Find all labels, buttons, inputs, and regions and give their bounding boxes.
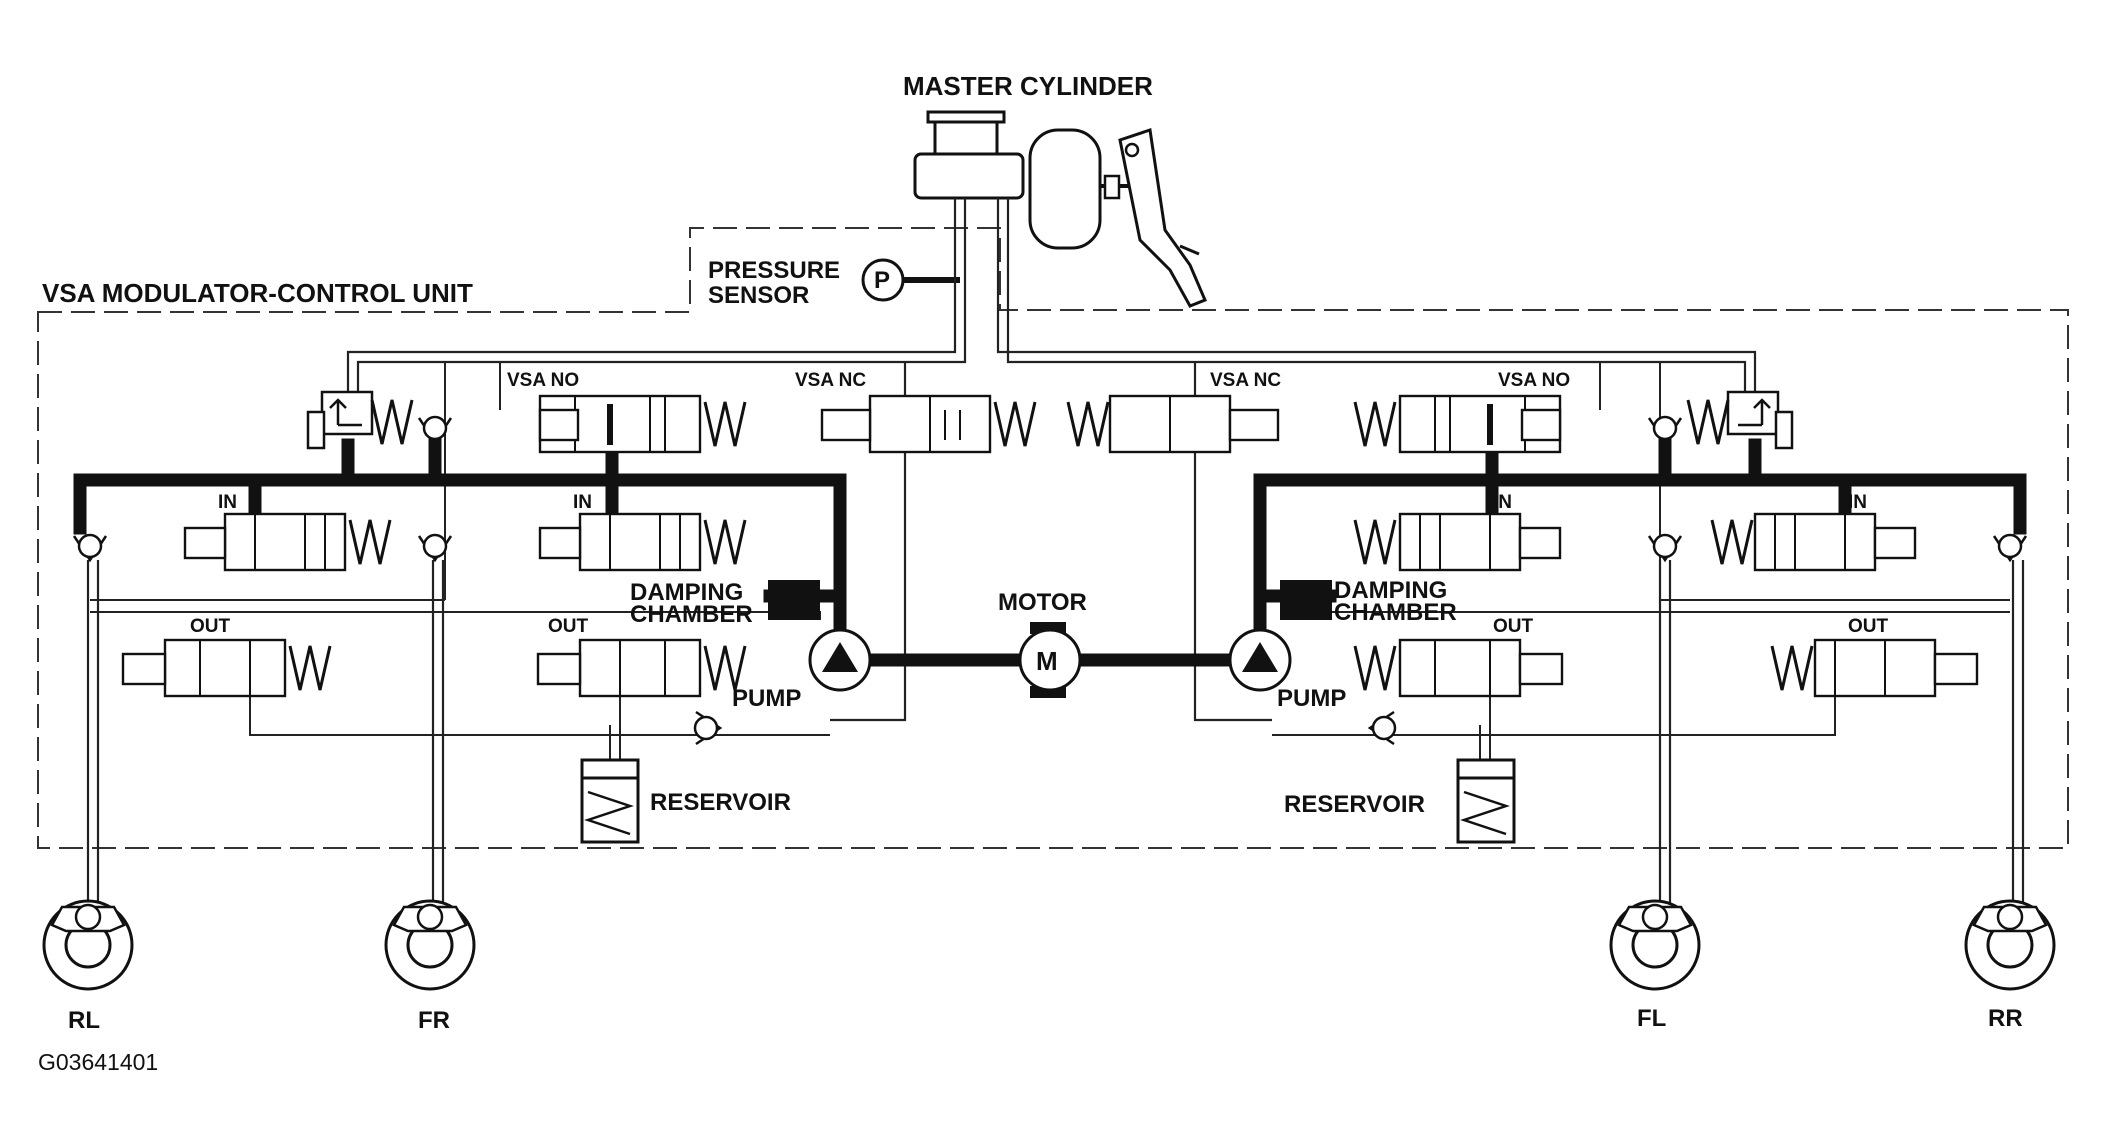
left-reservoir-label: RESERVOIR — [650, 789, 791, 816]
right-vsa-no-label: VSA NO — [1498, 370, 1570, 391]
right-damping-label-line2: CHAMBER — [1334, 599, 1457, 626]
figure-id: G03641401 — [38, 1049, 158, 1075]
rr-wheel-label: RR — [1988, 1005, 2023, 1032]
right-vsa-nc-label: VSA NC — [1210, 370, 1281, 391]
rl-wheel — [42, 899, 134, 991]
pressure-sensor-symbol: P — [874, 267, 890, 294]
motor-label: MOTOR — [998, 589, 1087, 616]
unit-title: VSA MODULATOR-CONTROL UNIT — [42, 278, 473, 308]
left-pump-label: PUMP — [732, 685, 801, 712]
left-vsa-no-valve — [538, 394, 747, 454]
left-damping-chamber — [768, 580, 820, 620]
fl-wheel — [1609, 899, 1701, 991]
left-vsa-nc-label: VSA NC — [795, 370, 866, 391]
rl-out-valve — [121, 638, 332, 698]
rl-in-valve — [183, 512, 392, 572]
right-vsa-nc-valve — [1066, 394, 1280, 454]
motor-symbol: M — [1036, 646, 1058, 676]
motor — [1018, 622, 1082, 698]
right-pump-label: PUMP — [1277, 685, 1346, 712]
fr-in-valve — [538, 512, 747, 572]
left-reservoir — [580, 758, 640, 844]
rr-out-valve — [1770, 638, 1979, 698]
pressure-sensor-label-line2: SENSOR — [708, 282, 809, 309]
rr-in-valve — [1710, 512, 1917, 572]
fl-out-valve — [1353, 638, 1564, 698]
fr-wheel-label: FR — [418, 1007, 450, 1034]
right-reservoir — [1456, 758, 1516, 844]
fr-in-label: IN — [573, 492, 592, 513]
pressure-sensor-label-line1: PRESSURE — [708, 257, 840, 284]
active-pressure-lines — [73, 413, 2027, 667]
fr-out-label: OUT — [548, 616, 589, 637]
fl-in-valve — [1353, 512, 1562, 572]
fluid-lines — [86, 198, 2025, 905]
fl-out-label: OUT — [1493, 616, 1534, 637]
right-damping-chamber — [1280, 580, 1332, 620]
left-vsa-no-label: VSA NO — [507, 370, 579, 391]
right-damping-label-line1: DAMPING — [1334, 577, 1447, 604]
fl-in-label: IN — [1493, 492, 1512, 513]
rr-wheel — [1964, 899, 2056, 991]
right-pump — [1228, 628, 1292, 692]
left-relief-valve — [306, 390, 414, 450]
rl-wheel-label: RL — [68, 1007, 100, 1034]
right-reservoir-label: RESERVOIR — [1284, 791, 1425, 818]
modulator-boundary — [37, 227, 2069, 849]
rl-out-label: OUT — [190, 616, 231, 637]
right-relief-valve — [1686, 390, 1794, 450]
left-vsa-nc-valve — [820, 394, 1037, 454]
rr-out-label: OUT — [1848, 616, 1889, 637]
left-damping-label-line2: CHAMBER — [630, 601, 753, 628]
right-vsa-no-valve — [1353, 394, 1562, 454]
pressure-sensor — [861, 258, 960, 302]
rl-in-label: IN — [218, 492, 237, 513]
rr-in-label: IN — [1848, 492, 1867, 513]
master-cylinder — [913, 110, 1207, 308]
left-pump — [808, 628, 872, 692]
fr-wheel — [384, 899, 476, 991]
master-cylinder-label: MASTER CYLINDER — [903, 71, 1153, 101]
left-damping-label-line1: DAMPING — [630, 579, 743, 606]
fr-out-valve — [536, 638, 747, 698]
fl-wheel-label: FL — [1637, 1005, 1666, 1032]
